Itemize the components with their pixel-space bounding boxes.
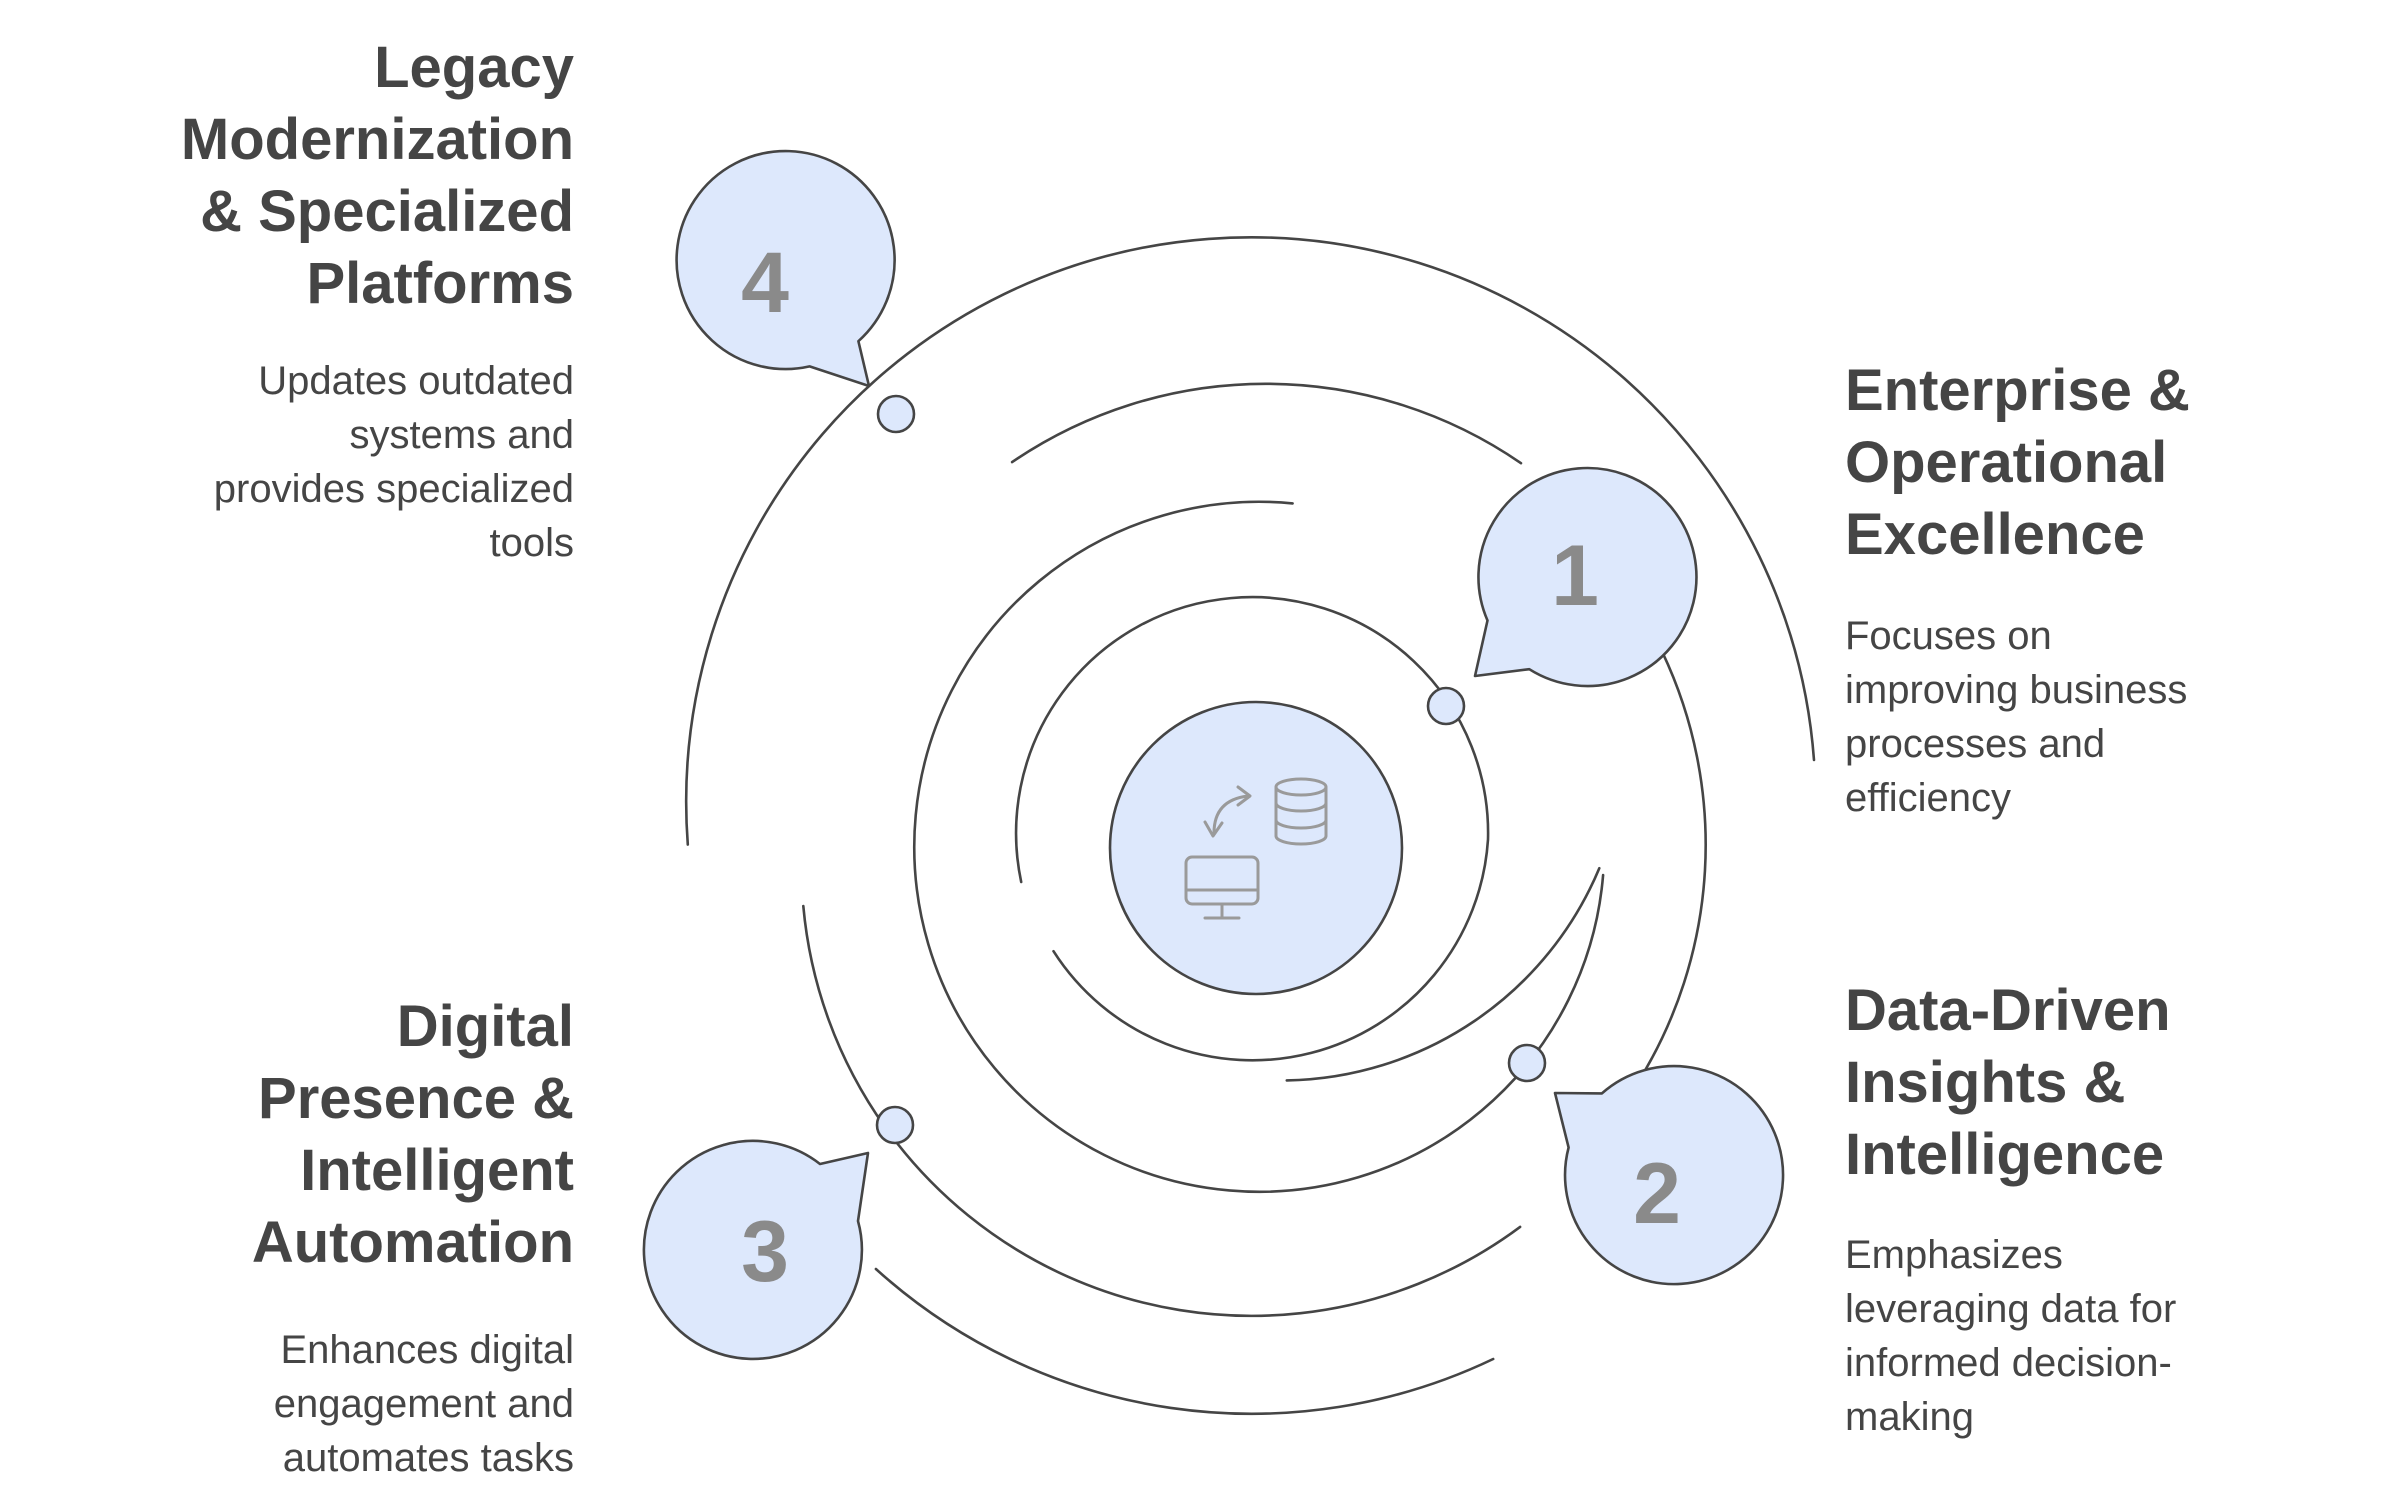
bubble-4 (675, 149, 896, 388)
bubble-1 (1473, 466, 1698, 688)
bubble-number-4: 4 (741, 235, 789, 331)
orbit-ring-second-arc-left (913, 500, 1605, 1194)
orbit-ring-inner-arc (1014, 595, 1490, 1062)
orbit-marker-dot-4 (876, 394, 916, 434)
orbit-ring-third-arc-top (1010, 382, 1523, 465)
bubble-2 (1553, 1064, 1785, 1286)
sync-arrows-icon (1203, 785, 1252, 838)
bubble-number-2: 2 (1633, 1146, 1681, 1242)
item-2-title: Data-Driven Insights & Intelligence (1845, 978, 2171, 1187)
database-icon (1274, 777, 1328, 846)
item-2-description: Emphasizes leveraging data for informed … (1845, 1233, 2177, 1439)
item-1-title: Enterprise & Operational Excellence (1845, 358, 2190, 567)
orbit-ring-third-arc-bottom (802, 904, 1522, 1318)
orbit-ring-outer-arc-bottom (874, 1267, 1495, 1416)
item-3-description: Enhances digital engagement and automate… (273, 1328, 574, 1480)
item-4-description: Updates outdated systems and provides sp… (213, 359, 574, 565)
item-1-description: Focuses on improving business processes … (1845, 614, 2188, 820)
item-3-title: Digital Presence & Intelligent Automatio… (251, 994, 574, 1275)
orbit-marker-dot-1 (1426, 686, 1466, 726)
orbit-ring-third-arc-right (1636, 650, 1707, 1085)
center-hub (1108, 700, 1404, 996)
orbit-marker-dot-3 (875, 1105, 915, 1145)
orbit-ring-second-arc-right (1285, 866, 1601, 1082)
bubble-number-1: 1 (1551, 528, 1599, 624)
orbit-ring-outer-arc-top (684, 236, 1816, 846)
bubble-3 (642, 1139, 870, 1361)
orbit-marker-dot-2 (1507, 1043, 1547, 1083)
bubble-number-3: 3 (741, 1204, 789, 1300)
monitor-icon (1184, 855, 1260, 920)
item-4-title: Legacy Modernization & Specialized Platf… (180, 35, 574, 316)
